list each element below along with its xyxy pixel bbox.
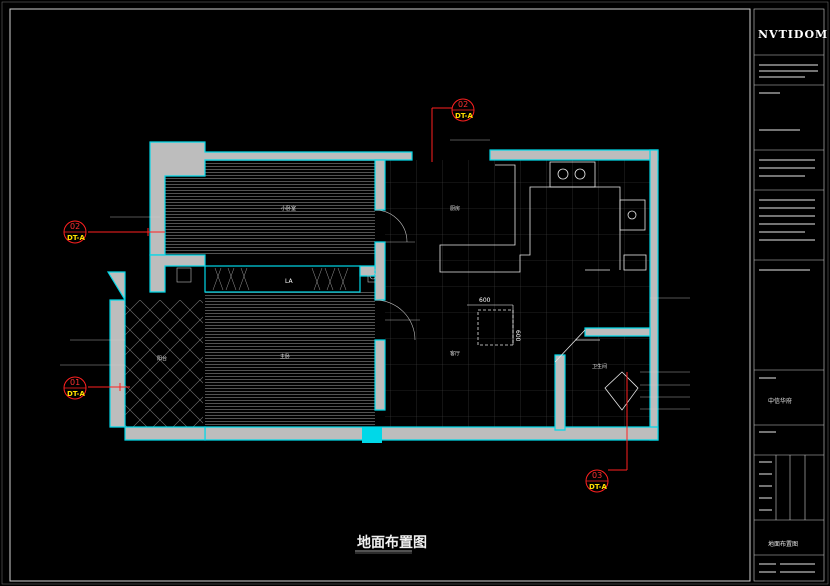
room-label-living: 客厅: [450, 350, 460, 357]
living-kitchen-floor: [385, 160, 650, 430]
room-label-master: 主卧: [280, 353, 290, 360]
svg-text:03: 03: [592, 471, 602, 480]
svg-text:DT-A: DT-A: [589, 483, 607, 491]
wardrobe: [204, 265, 361, 293]
drawing-title: 地面布置图: [357, 534, 427, 551]
title-block: [753, 8, 825, 582]
doors: [176, 209, 416, 341]
title-block-project: 中信华府: [768, 397, 792, 405]
section-tag-4: 03 DT-A: [585, 469, 609, 493]
dimension-600: 600: [479, 297, 491, 304]
master-bedroom-floor: [205, 292, 375, 427]
annotation-leaders: [60, 139, 690, 410]
title-block-sheet-name: 地面布置图: [768, 540, 798, 548]
room-label-balcony: 阳台: [157, 355, 167, 362]
svg-text:DT-A: DT-A: [455, 112, 473, 120]
wardrobe-tag: LA: [285, 278, 293, 285]
svg-text:01: 01: [70, 378, 80, 387]
room-label-kitchen: 厨房: [450, 205, 460, 212]
dimension-line: [467, 304, 514, 345]
bathroom-fixtures: [554, 329, 639, 411]
svg-text:02: 02: [70, 222, 80, 231]
section-cut-lines: [88, 107, 628, 471]
room-label-bedroom: 小卧室: [281, 205, 296, 212]
room-label-bathroom: 卫生间: [592, 363, 607, 370]
title-block-logo: NVTIDOM: [758, 28, 828, 41]
svg-text:02: 02: [458, 100, 468, 109]
dimension-vertical: 600: [514, 330, 521, 342]
wardrobe-hatch: [212, 267, 349, 291]
svg-text:DT-A: DT-A: [67, 390, 85, 398]
sheet-border: [9, 8, 751, 582]
walls: [106, 141, 659, 441]
section-tag-3: 01 DT-A: [63, 376, 87, 400]
kitchen-fixtures: [439, 161, 647, 346]
section-tag-1: 02 DT-A: [451, 98, 475, 122]
title-block-filler-lines: [759, 64, 818, 573]
balcony-floor: [125, 300, 203, 427]
column: [362, 427, 382, 443]
section-tag-2: 02 DT-A: [63, 220, 87, 244]
svg-text:DT-A: DT-A: [67, 234, 85, 242]
